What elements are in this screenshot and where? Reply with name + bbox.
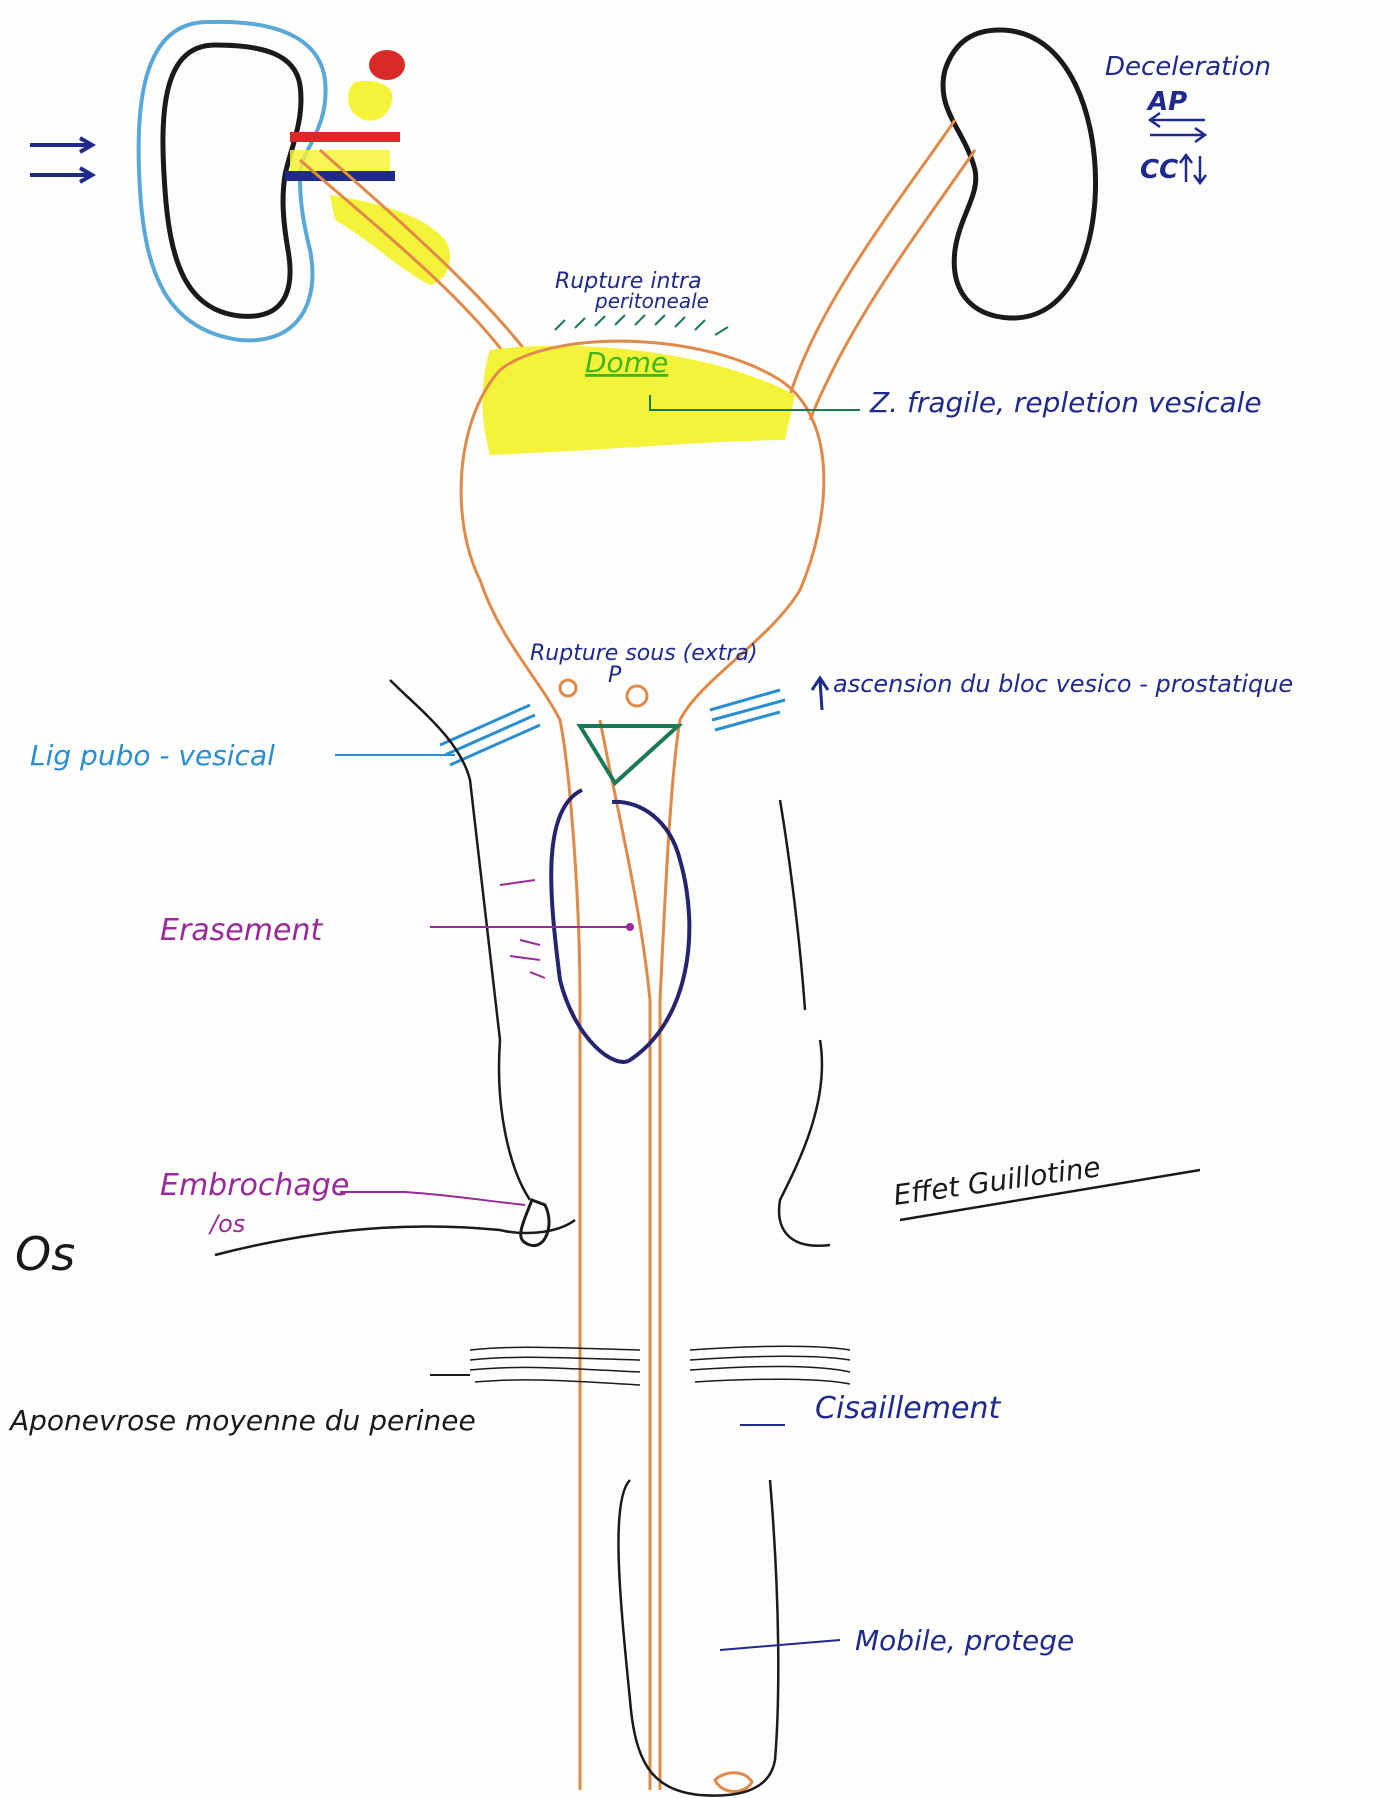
label-rupture-sous-2: P [608, 663, 622, 688]
ap-arrows [1150, 113, 1205, 142]
cc-arrows [1180, 155, 1206, 183]
ascension-arrow [812, 678, 828, 710]
urethra-meatus [715, 1773, 752, 1792]
label-erasement: Erasement [160, 913, 323, 948]
label-dome: Dome [585, 346, 668, 379]
bone-fragment [521, 1200, 549, 1246]
right-kidney-outline [943, 30, 1096, 318]
right-kidney [943, 30, 1096, 318]
ureteral-orifice-left [560, 680, 576, 696]
erasement-dot [626, 923, 634, 931]
embrochage-pointer [340, 1192, 525, 1205]
label-embrochage-1: Embrochage [160, 1168, 349, 1203]
label-ascension: ascension du bloc vesico - prostatique [833, 670, 1293, 698]
bladder-outline [461, 341, 824, 1790]
label-ap: AP [1146, 87, 1187, 117]
trigone-triangle [580, 726, 678, 783]
left-kidney [139, 22, 326, 341]
label-mobile: Mobile, protege [855, 1624, 1074, 1657]
label-cc: CC [1140, 155, 1178, 185]
mobile-pointer [720, 1640, 840, 1650]
bladder [461, 315, 824, 1792]
label-rupture-intra-2: peritoneale [594, 289, 709, 313]
urethra-inner-line [600, 720, 650, 1790]
label-cisaillement: Cisaillement [815, 1391, 1001, 1426]
label-aponevrose: Aponevrose moyenne du perinee [8, 1404, 476, 1437]
yellow-ureter-highlight [330, 195, 450, 285]
penile-shaft [618, 1480, 778, 1796]
yellow-blob-upper [348, 81, 392, 121]
label-zone-fragile: Z. fragile, repletion vesicale [869, 386, 1262, 419]
label-rupture-sous-1: Rupture sous (extra) [530, 641, 758, 666]
label-deceleration: Deceleration [1105, 52, 1271, 82]
left-kidney-outline [163, 45, 301, 316]
right-ureter [790, 120, 975, 420]
intraperitoneal-hatch [555, 315, 728, 335]
erasement-small-arrows [500, 880, 545, 978]
label-embrochage-2: /os [208, 1210, 245, 1238]
label-lig-pubo: Lig pubo - vesical [30, 739, 275, 772]
label-os: Os [15, 1227, 75, 1281]
ureteral-orifice-right [627, 686, 647, 706]
impact-arrows [30, 138, 92, 182]
red-dot [369, 50, 405, 80]
